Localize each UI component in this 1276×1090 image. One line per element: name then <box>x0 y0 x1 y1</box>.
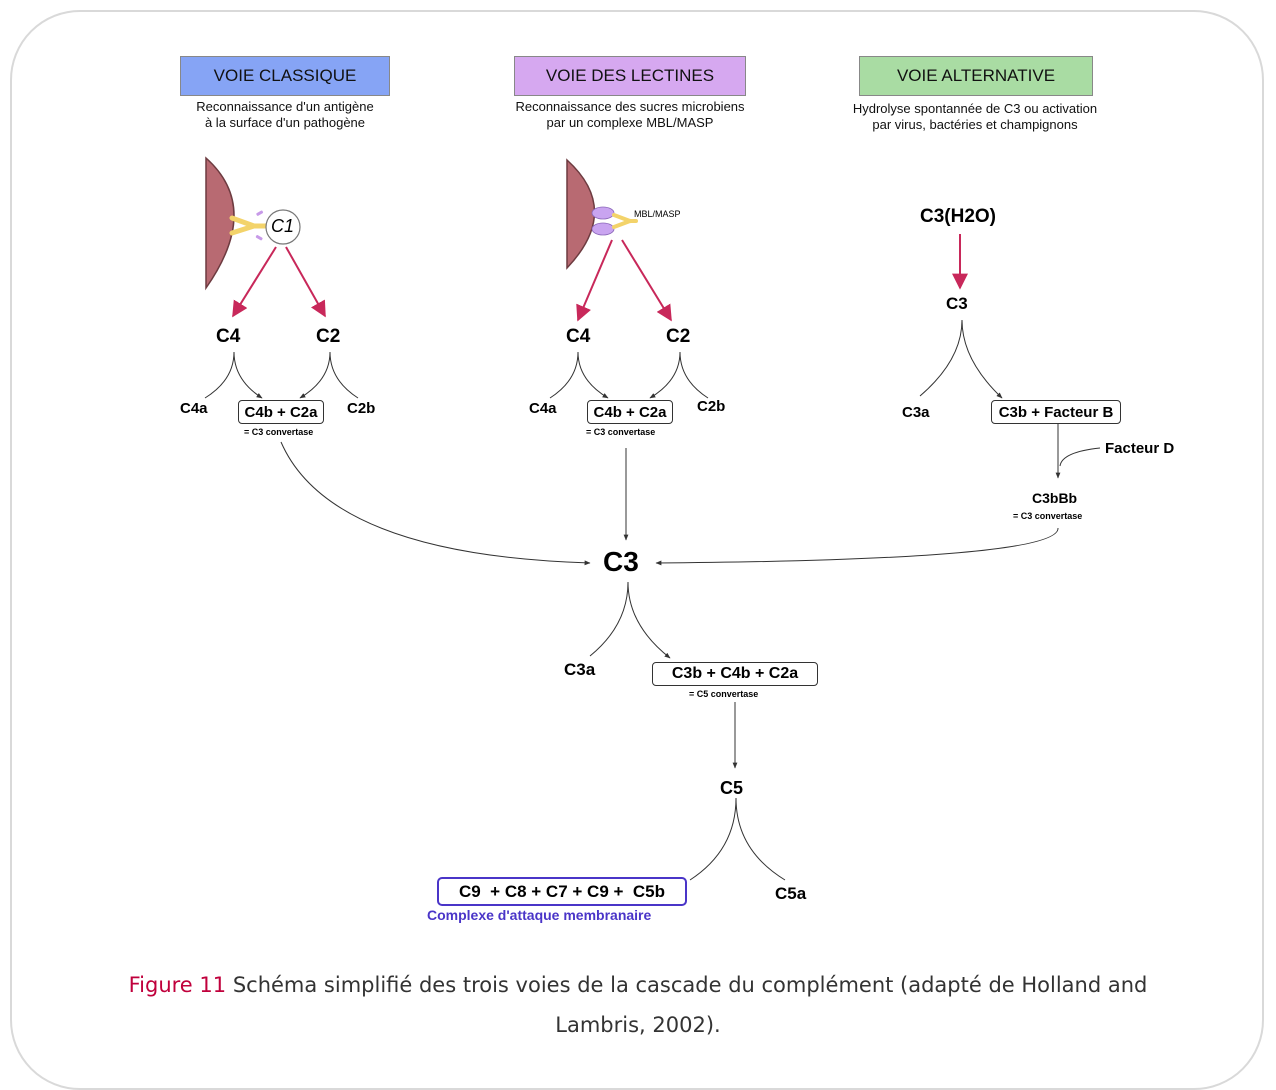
arrow-c1-c4 <box>232 246 277 318</box>
pathogen-lectines <box>566 158 596 270</box>
subtitle-lectines: Reconnaissance des sucres microbiens par… <box>470 99 790 131</box>
c4-classique: C4 <box>216 326 241 347</box>
c4b-c2a-classique-text: C4b + C2a <box>244 403 318 421</box>
c3h2o-label: C3(H2O) <box>920 206 997 227</box>
c1-circle <box>265 209 301 245</box>
subtitle-lectines-line2: par un complexe MBL/MASP <box>546 115 714 130</box>
subtitle-alternative-line2: par virus, bactéries et champignons <box>872 117 1078 132</box>
mac-label: Complexe d'attaque membranaire <box>427 907 652 923</box>
header-voie-classique: VOIE CLASSIQUE <box>180 56 390 96</box>
mac-complex: C9 + C8 + C7 + C9 + C5b <box>437 877 687 906</box>
c2-lectines: C2 <box>666 326 691 347</box>
subtitle-lectines-line1: Reconnaissance des sucres microbiens <box>515 99 745 114</box>
c3-convertase-lectines: = C3 convertase <box>586 427 656 437</box>
header-voie-alternative: VOIE ALTERNATIVE <box>859 56 1093 96</box>
pathogen-classique <box>205 156 235 291</box>
mbl-masp <box>591 206 638 236</box>
branch-lectines <box>549 351 709 399</box>
branch-alternative <box>919 319 1101 479</box>
facteur-d-label: Facteur D <box>1105 440 1175 457</box>
subtitle-alternative: Hydrolyse spontannée de C3 ou activation… <box>815 101 1135 133</box>
arrow-mbl-c2 <box>621 239 672 322</box>
c3-central: C3 <box>603 546 639 577</box>
c3-alternative: C3 <box>946 294 968 313</box>
c4b-c2a-classique: C4b + C2a <box>238 400 324 424</box>
c3b-facteur-b: C3b + Facteur B <box>991 400 1121 424</box>
c3b-facteur-b-text: C3b + Facteur B <box>998 403 1114 421</box>
arrow-mbl-c4 <box>576 239 613 322</box>
subtitle-alternative-line1: Hydrolyse spontannée de C3 ou activation <box>852 101 1098 116</box>
convergence-arrows <box>280 441 1059 566</box>
branch-central <box>589 581 786 881</box>
c5-convertase-complex: C3b + C4b + C2a <box>652 662 818 686</box>
c3-convertase-classique: = C3 convertase <box>244 427 314 437</box>
subtitle-classique-line1: Reconnaissance d'un antigène <box>196 99 374 114</box>
caption-text: Schéma simplifié des trois voies de la c… <box>232 973 1148 997</box>
c4-lectines: C4 <box>566 326 591 347</box>
c4a-classique: C4a <box>180 400 208 417</box>
c3a-central: C3a <box>564 660 596 679</box>
c4a-lectines: C4a <box>529 400 557 417</box>
figure-caption: Figure 11 Schéma simplifié des trois voi… <box>0 965 1276 1045</box>
header-voie-lectines: VOIE DES LECTINES <box>514 56 746 96</box>
subtitle-classique-line2: à la surface d'un pathogène <box>204 115 366 130</box>
c4b-c2a-lectines: C4b + C2a <box>587 400 673 424</box>
c2b-classique: C2b <box>347 400 376 417</box>
caption-line1: Figure 11 Schéma simplifié des trois voi… <box>0 965 1276 1005</box>
figure-number: Figure 11 <box>128 973 227 997</box>
c1-label: C1 <box>271 216 295 236</box>
antibody-classique <box>229 215 269 236</box>
c5-label: C5 <box>720 778 744 798</box>
c3a-alternative: C3a <box>902 404 930 421</box>
mbl-masp-label: MBL/MASP <box>634 209 681 219</box>
branch-c4-classique <box>204 351 359 399</box>
caption-line2: Lambris, 2002). <box>555 1013 721 1037</box>
c5-convertase-complex-text: C3b + C4b + C2a <box>671 665 799 682</box>
c3-convertase-alternative: = C3 convertase <box>1013 511 1083 521</box>
c3bbb-label: C3bBb <box>1032 490 1078 506</box>
subtitle-classique: Reconnaissance d'un antigène à la surfac… <box>150 99 420 131</box>
c2b-lectines: C2b <box>697 398 726 415</box>
arrow-c1-c2 <box>285 246 326 318</box>
antigen-marks-classique <box>255 210 264 241</box>
c5a-label: C5a <box>775 884 807 903</box>
c5-convertase-note: = C5 convertase <box>689 689 759 699</box>
c4b-c2a-lectines-text: C4b + C2a <box>593 403 667 421</box>
mac-complex-text: C9 + C8 + C7 + C9 + C5b <box>459 881 665 901</box>
c2-classique: C2 <box>316 326 341 347</box>
